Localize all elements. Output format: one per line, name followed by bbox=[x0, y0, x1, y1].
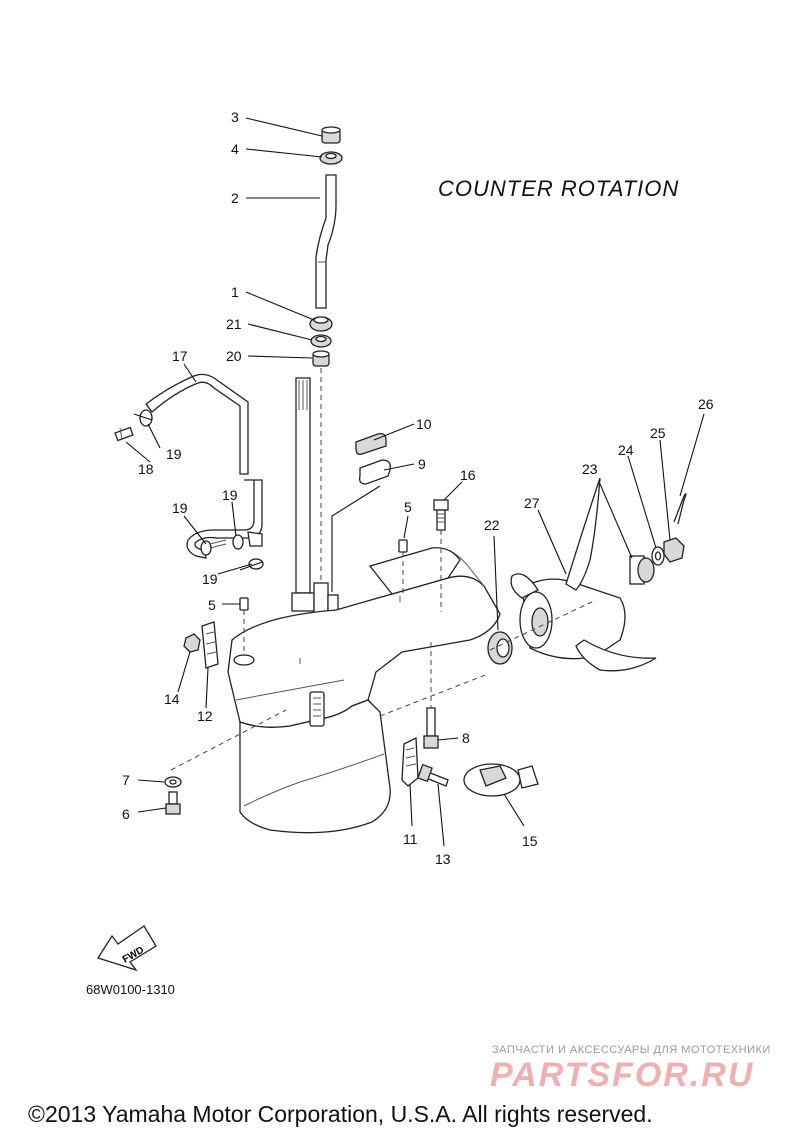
part-13-bolt bbox=[417, 763, 449, 787]
callout-5-upper: 5 bbox=[404, 499, 412, 515]
callout-5-lower: 5 bbox=[208, 597, 216, 613]
part-2-water-tube bbox=[315, 174, 337, 309]
callout-11: 11 bbox=[403, 831, 418, 847]
align-line-prop bbox=[489, 599, 597, 651]
part-1-grommet bbox=[309, 316, 333, 332]
callout-19-lower: 19 bbox=[202, 571, 218, 587]
align-line-6-7 bbox=[170, 709, 287, 771]
part-26-cotter-pin bbox=[673, 493, 687, 525]
part-7-washer bbox=[164, 776, 182, 788]
fwd-arrow-icon: FWD bbox=[96, 925, 157, 972]
callout-27: 27 bbox=[524, 495, 540, 511]
watermark-tagline: ЗАПЧАСТИ И АКСЕССУАРЫ ДЛЯ МОТОТЕХНИКИ bbox=[492, 1044, 771, 1056]
part-17-hose bbox=[145, 373, 263, 559]
lower-unit-casing bbox=[227, 547, 501, 834]
part-15-trim-tab bbox=[463, 763, 539, 797]
watermark-brand-logo: PARTSFOR.RU bbox=[490, 1056, 755, 1094]
part-6-bolt bbox=[165, 791, 181, 815]
callout-19-left: 19 bbox=[172, 500, 188, 516]
callout-13: 13 bbox=[435, 851, 451, 867]
callout-2: 2 bbox=[231, 190, 239, 206]
callout-9: 9 bbox=[418, 456, 426, 472]
part-19-clamp-lower bbox=[239, 558, 264, 571]
part-18-nipple bbox=[114, 426, 134, 442]
callout-4: 4 bbox=[231, 141, 239, 157]
align-line-shaft bbox=[379, 673, 489, 717]
callout-19-right: 19 bbox=[222, 487, 238, 503]
part-22-thrust-washer bbox=[487, 631, 513, 665]
part-11-anode bbox=[401, 736, 419, 787]
callout-7: 7 bbox=[122, 772, 130, 788]
part-27-propeller bbox=[510, 477, 657, 672]
part-24-washer bbox=[651, 546, 665, 566]
part-19-clamp-upper bbox=[133, 409, 153, 427]
part-14-nut bbox=[183, 633, 201, 653]
part-21-seal bbox=[310, 334, 332, 348]
part-3-grommet bbox=[321, 126, 341, 144]
callout-20: 20 bbox=[226, 348, 242, 364]
callout-26: 26 bbox=[698, 396, 714, 412]
part-20-grommet bbox=[312, 350, 330, 367]
callout-15: 15 bbox=[522, 833, 538, 849]
driveshaft bbox=[291, 368, 339, 628]
part-9-seal bbox=[358, 459, 391, 485]
callout-3: 3 bbox=[231, 109, 239, 125]
callout-23: 23 bbox=[582, 461, 598, 477]
callout-17: 17 bbox=[172, 348, 188, 364]
callout-12: 12 bbox=[197, 708, 213, 724]
callout-19-upper: 19 bbox=[166, 446, 182, 462]
part-4-seal bbox=[319, 151, 343, 165]
diagram-code: 68W0100-1310 bbox=[86, 982, 175, 997]
part-8-bolt bbox=[423, 642, 439, 749]
part-12-anode bbox=[201, 621, 219, 669]
callout-22: 22 bbox=[484, 517, 500, 533]
callout-10: 10 bbox=[416, 416, 432, 432]
callout-16: 16 bbox=[460, 467, 476, 483]
part-16-bolt bbox=[433, 499, 449, 612]
part-19-clamp-right bbox=[232, 534, 244, 550]
copyright-notice: ©2013 Yamaha Motor Corporation, U.S.A. A… bbox=[28, 1101, 653, 1127]
leader-lines bbox=[125, 117, 705, 847]
part-10-seal bbox=[355, 432, 387, 456]
callout-25: 25 bbox=[650, 425, 666, 441]
callout-14: 14 bbox=[164, 691, 180, 707]
callout-24: 24 bbox=[618, 442, 634, 458]
part-5-dowel-upper bbox=[398, 539, 408, 596]
part-19-clamp-left bbox=[200, 539, 227, 556]
part-23-spacer bbox=[629, 555, 655, 585]
part-25-nut bbox=[663, 537, 685, 563]
callout-18: 18 bbox=[138, 461, 154, 477]
callout-1: 1 bbox=[231, 284, 239, 300]
diagram-title: COUNTER ROTATION bbox=[438, 176, 680, 201]
callout-6: 6 bbox=[122, 806, 130, 822]
callout-21: 21 bbox=[226, 316, 242, 332]
callout-8: 8 bbox=[462, 730, 470, 746]
